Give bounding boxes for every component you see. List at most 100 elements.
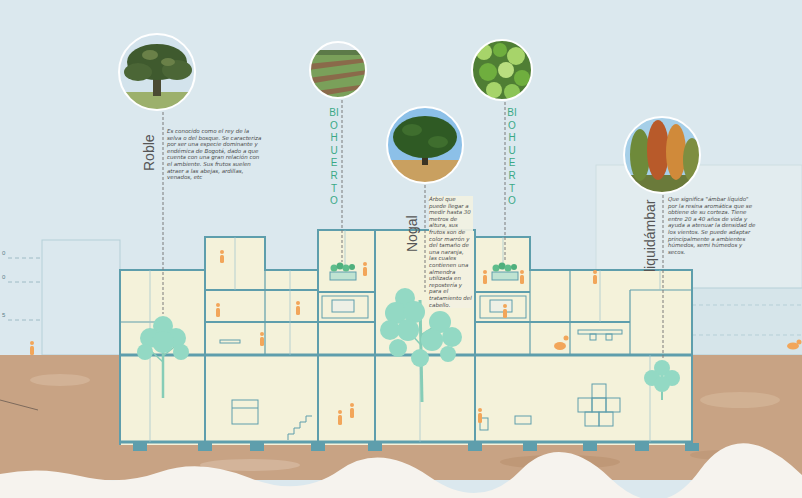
trees-part	[442, 327, 462, 347]
interior-furniture-part	[322, 296, 368, 318]
photo-roble	[115, 30, 199, 114]
level-mark: 0	[2, 274, 5, 280]
planters-part	[505, 265, 512, 272]
planters-part	[511, 264, 517, 270]
tree-description: Es conocido como el rey de la selva o de…	[167, 128, 265, 181]
people-part	[478, 413, 482, 423]
people-part	[260, 337, 264, 346]
interior-furniture-part	[480, 296, 526, 318]
vertical-label: BIOHUERTO	[507, 107, 517, 208]
photo-liquidambar-part	[647, 120, 669, 180]
people-part	[296, 301, 300, 305]
people-part	[30, 346, 34, 355]
people-part	[338, 415, 342, 425]
planters-part	[331, 265, 338, 272]
people-part	[338, 410, 342, 414]
leader-lines-part	[425, 185, 426, 292]
thin-lines-part	[235, 237, 236, 290]
photo-frames	[119, 34, 700, 193]
structure-part	[629, 290, 630, 355]
photo-biohuerto-part	[493, 43, 507, 57]
photo-nogal-part	[428, 136, 448, 148]
planters	[330, 263, 518, 281]
structure-part	[205, 289, 318, 291]
footings-part	[250, 443, 264, 451]
planters-part	[492, 272, 518, 280]
neighbour-buildings-part	[42, 240, 120, 355]
structure-part	[374, 230, 376, 445]
footings-part	[198, 443, 212, 451]
people-part	[503, 304, 507, 308]
interior-furniture-part	[578, 398, 592, 412]
structure-part	[475, 321, 630, 323]
photo-frames-part	[119, 34, 195, 110]
photo-liquidambar	[622, 115, 702, 195]
trees-part	[421, 329, 443, 351]
tree-name: Roble	[142, 134, 156, 171]
structure-part	[474, 230, 476, 445]
building-body-part	[120, 230, 692, 445]
photo-biohuerto-part	[308, 84, 368, 98]
people-part	[593, 270, 597, 274]
structure-part	[317, 230, 319, 445]
building-body	[120, 230, 692, 445]
leader-lines	[163, 100, 663, 358]
footings-part	[523, 443, 537, 451]
planters-part	[330, 272, 356, 280]
people-part	[216, 303, 220, 307]
interior-furniture-part	[606, 334, 612, 340]
photo-biohuerto	[308, 40, 368, 100]
leader-lines-part	[663, 195, 664, 358]
footings-part	[468, 443, 482, 451]
tree-description: Árbol que puede llegar a medir hasta 30 …	[429, 196, 473, 308]
level-lines-part	[8, 320, 42, 321]
people-part	[520, 275, 524, 284]
planters-part	[349, 264, 355, 270]
interior-furniture-part	[490, 300, 512, 312]
photo-nogal-part	[393, 116, 457, 158]
photo-biohuerto-part	[308, 40, 368, 100]
footings-part	[635, 443, 649, 451]
leader-lines-part	[342, 100, 343, 262]
interior-furniture-part	[220, 340, 240, 343]
people-part	[260, 332, 264, 336]
photo-biohuerto-part	[308, 58, 368, 70]
level-lines-part	[8, 282, 42, 283]
interior-furniture-part	[288, 416, 312, 440]
level-mark: 5	[2, 312, 5, 318]
interior-furniture-part	[232, 400, 258, 424]
interior-furniture-part	[332, 300, 354, 312]
photo-liquidambar-part	[622, 115, 702, 195]
structure-part	[529, 237, 530, 355]
trees-part	[440, 346, 456, 362]
structure-part	[264, 237, 265, 355]
structure	[120, 230, 692, 445]
people-part	[564, 336, 569, 341]
interior-furniture-part	[599, 412, 613, 426]
people-part	[503, 309, 507, 318]
people-part	[220, 250, 224, 254]
photo-roble-part	[124, 63, 152, 81]
planters-part	[499, 263, 506, 270]
people-part	[350, 403, 354, 407]
footings-part	[133, 443, 147, 451]
people-part	[363, 267, 367, 276]
structure-part	[569, 270, 570, 355]
photo-biohuerto-part	[308, 70, 368, 84]
photo-biohuerto-part	[507, 47, 525, 65]
level-lines-part	[8, 258, 42, 259]
interior-furniture-part	[578, 330, 622, 334]
footings-part	[685, 443, 699, 451]
thin-lines-part	[650, 355, 651, 442]
photo-biohuerto-part	[498, 62, 514, 78]
photo-liquidambar-part	[666, 124, 686, 180]
structure-part	[630, 289, 692, 290]
photo-biohuerto-part	[486, 82, 502, 98]
photo-frames-part	[624, 117, 700, 193]
trees	[137, 288, 680, 402]
people-part	[593, 275, 597, 284]
ground-part	[30, 374, 90, 386]
